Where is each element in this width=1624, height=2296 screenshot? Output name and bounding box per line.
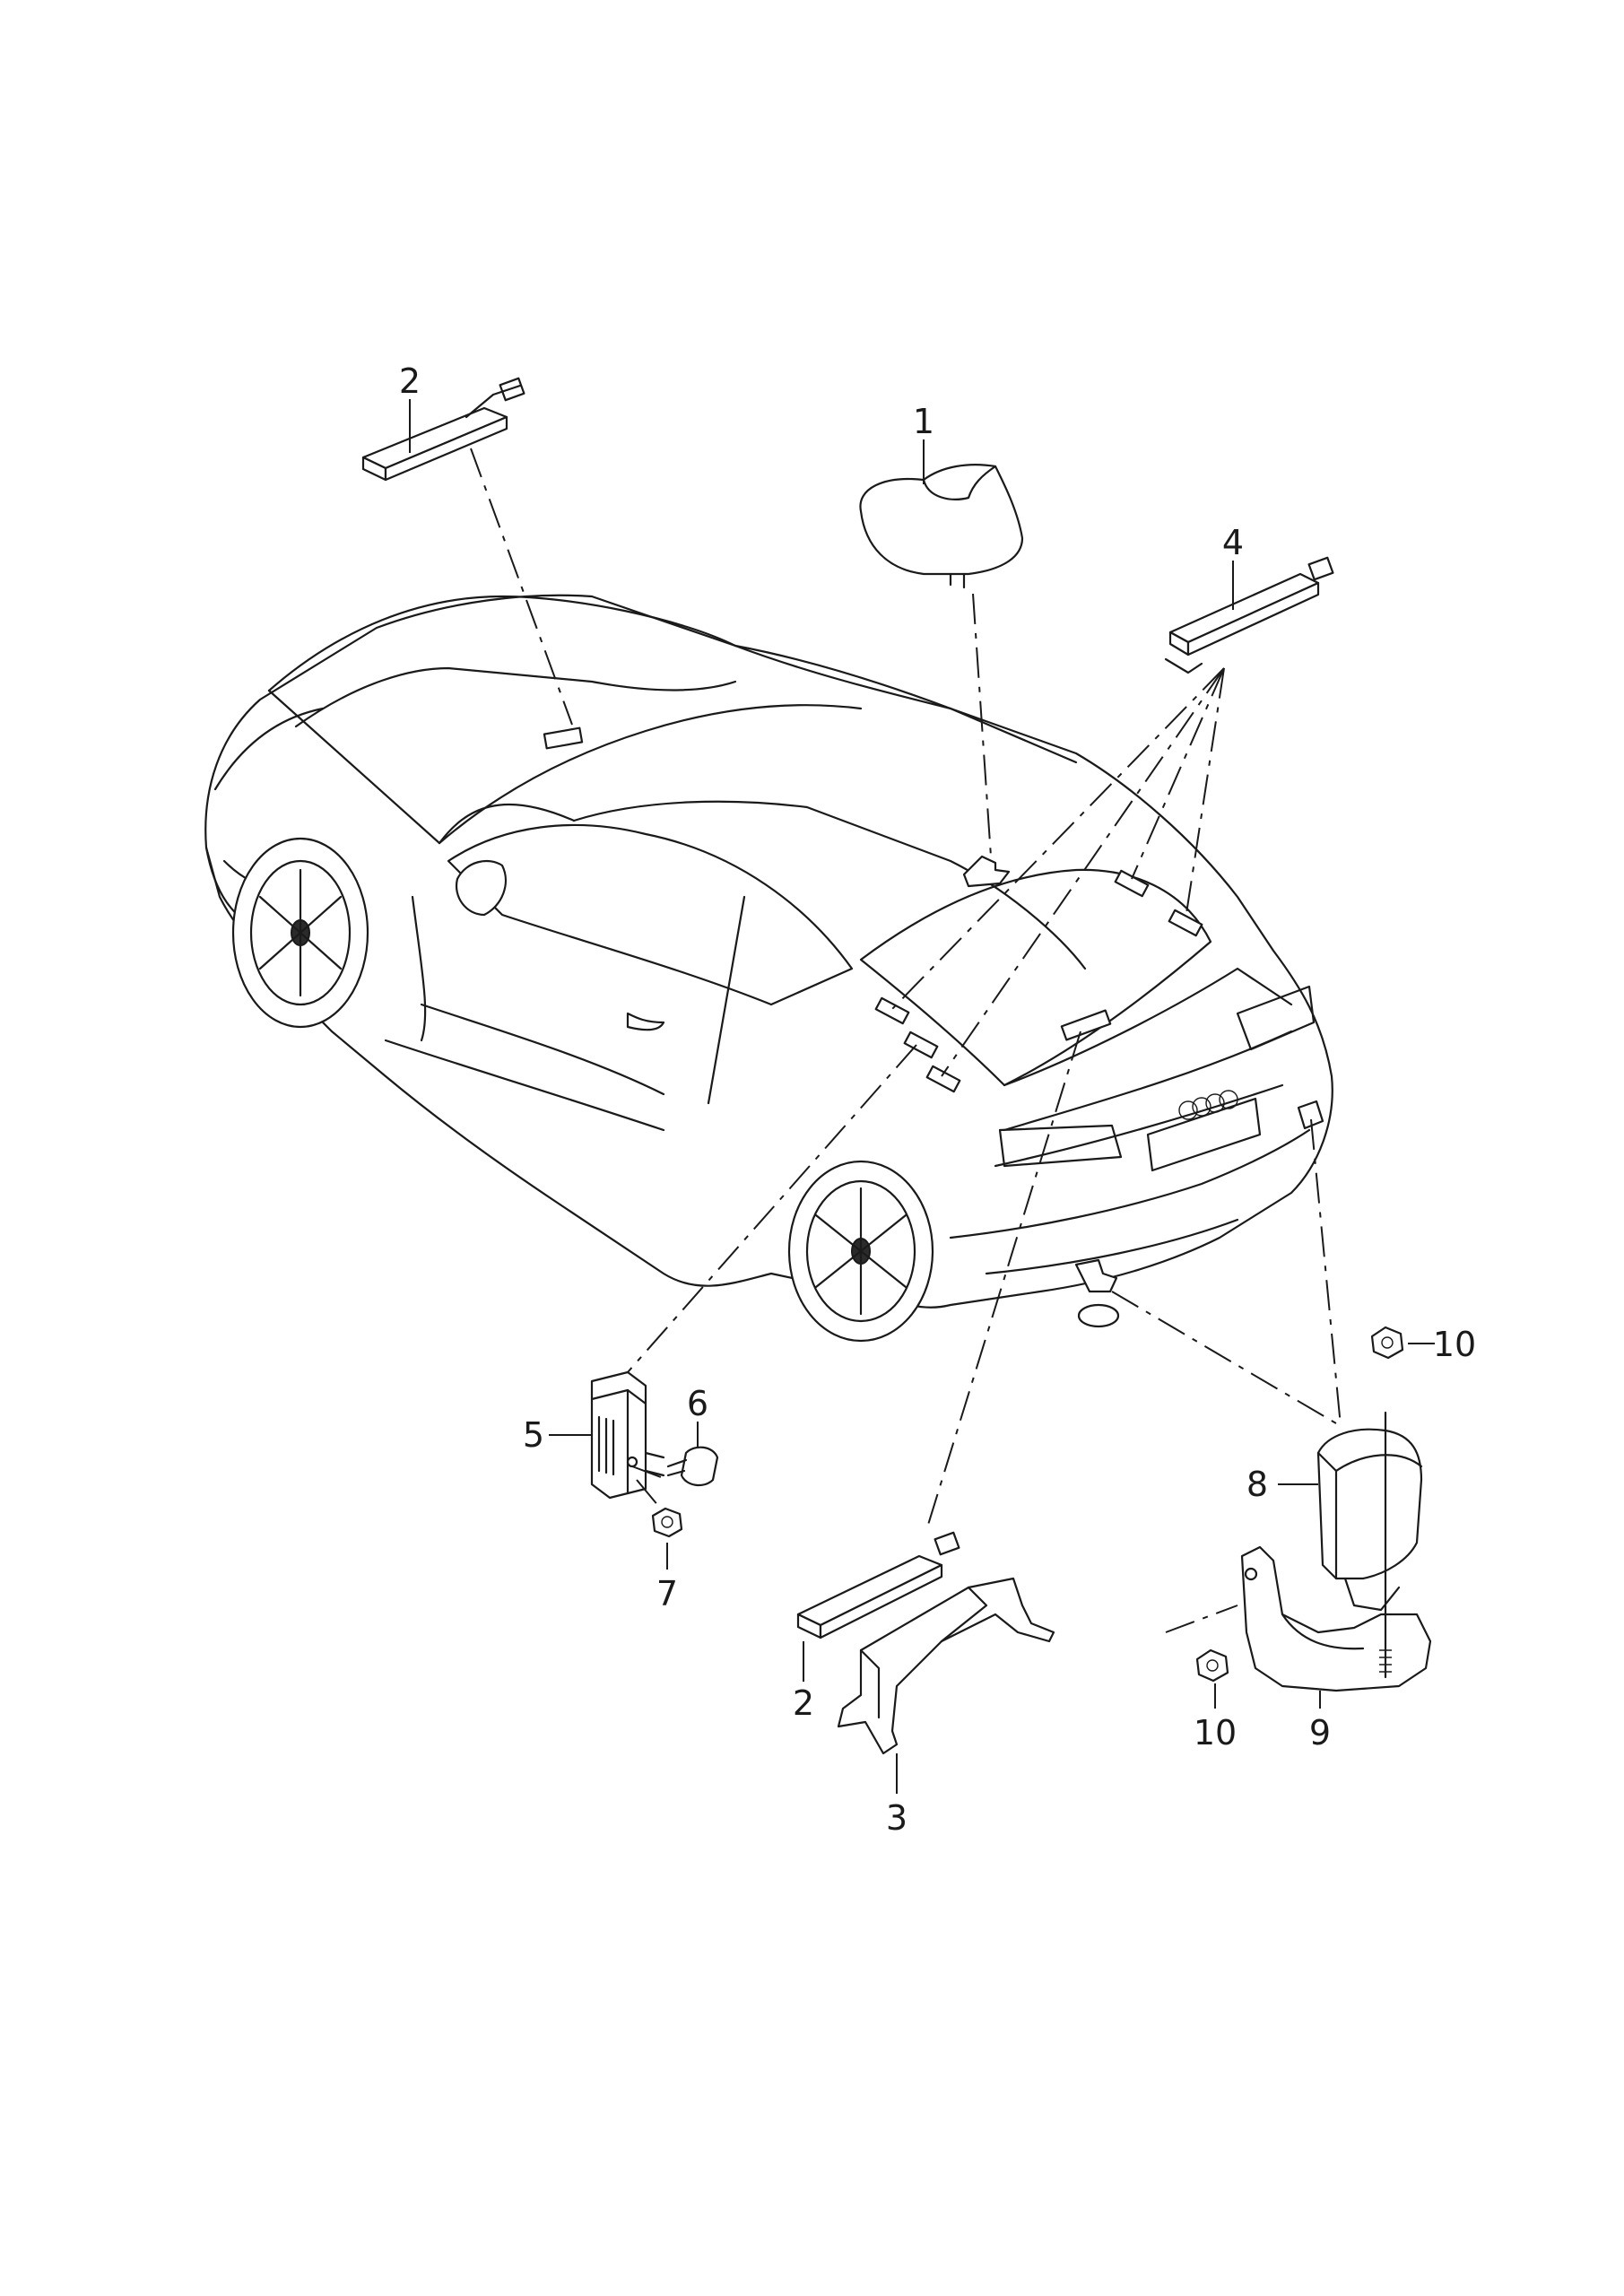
callout-2-bottom: 2: [793, 1683, 814, 1723]
callout-8: 8: [1246, 1465, 1268, 1504]
part-amplifier-top: [361, 377, 525, 482]
part-control-unit: [590, 1370, 665, 1500]
callout-4: 4: [1222, 523, 1244, 562]
badge-rings: [1178, 1090, 1238, 1120]
part-9-bracket-plate: [1240, 1411, 1432, 1692]
callout-3: 3: [886, 1798, 908, 1838]
part-10-nut-bottom: [1195, 1648, 1229, 1683]
car-body: [204, 594, 1333, 1343]
rear-wheel: [787, 1160, 934, 1343]
callout-10-top: 10: [1433, 1325, 1476, 1364]
part-3-bracket: [837, 1577, 1055, 1755]
leader-lines: [409, 399, 1435, 1794]
front-wheel: [231, 837, 369, 1029]
assembly-lines: [470, 448, 1342, 1633]
callout-9: 9: [1309, 1713, 1331, 1752]
part-roof-antenna: [859, 464, 1024, 589]
callout-labels: 2 1 4 5 6 7 2 3 10 8 10 9: [399, 361, 1476, 1838]
callout-1: 1: [913, 402, 934, 441]
part-7-nut: [651, 1507, 683, 1538]
callout-6: 6: [687, 1384, 708, 1423]
callout-7: 7: [656, 1574, 678, 1613]
callout-5: 5: [523, 1415, 544, 1455]
part-6-bolt: [666, 1446, 719, 1487]
part-8-sensor-housing: [1316, 1428, 1423, 1580]
part-10-nut-top: [1370, 1326, 1404, 1360]
callout-2-top: 2: [399, 361, 421, 401]
part-amplifier-bottom: [796, 1531, 960, 1639]
callout-10-bottom: 10: [1194, 1713, 1237, 1752]
part-amplifier-rear: [1164, 556, 1334, 674]
